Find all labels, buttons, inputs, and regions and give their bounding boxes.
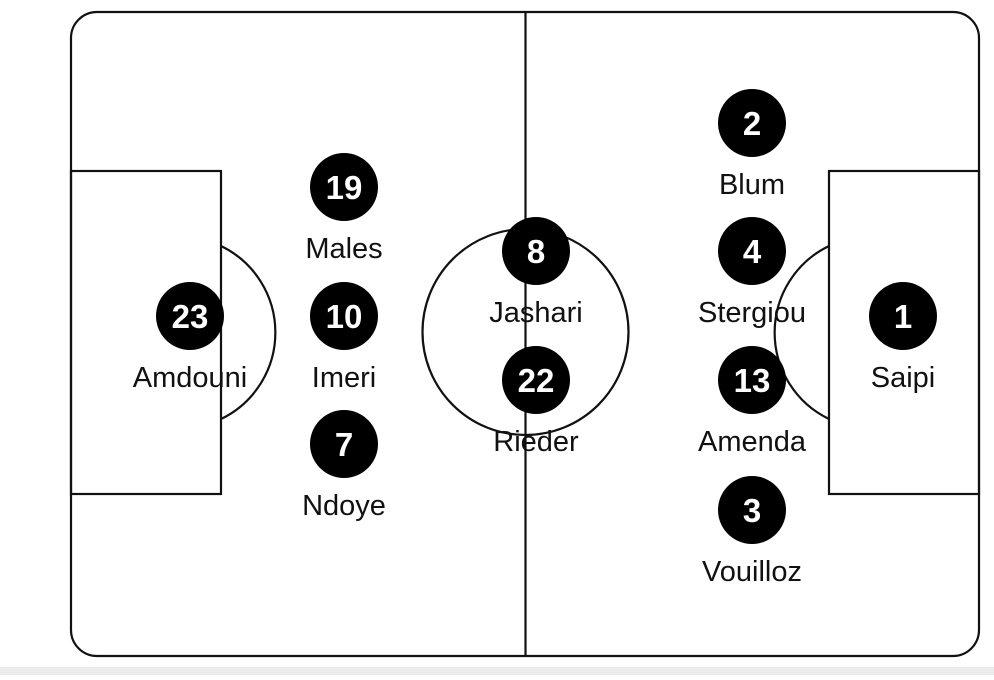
player-number: 8: [527, 233, 545, 270]
player-name: Amenda: [698, 426, 807, 458]
player-name: Jashari: [489, 297, 583, 329]
player-name: Vouilloz: [702, 556, 802, 588]
player-name: Amdouni: [133, 362, 247, 394]
player-name: Saipi: [871, 362, 936, 394]
player-circle: [869, 282, 937, 350]
player-number: 23: [172, 298, 209, 335]
right-penalty-arc: [773, 245, 830, 420]
player-circle: [502, 346, 570, 414]
player-circle: [310, 282, 378, 350]
player-number: 3: [743, 492, 761, 529]
player-name: Stergiou: [698, 297, 806, 329]
player-name: Imeri: [312, 362, 376, 394]
player-circle: [502, 217, 570, 285]
player-circle: [718, 476, 786, 544]
left-penalty-arc: [220, 245, 277, 420]
player-number: 4: [743, 233, 762, 270]
player-circle: [718, 217, 786, 285]
left-penalty-area: [69, 169, 223, 496]
right-penalty-area: [827, 169, 981, 496]
player-number: 1: [894, 298, 912, 335]
player-circle: [156, 282, 224, 350]
player-circle: [718, 346, 786, 414]
player-name: Rieder: [493, 426, 579, 458]
player-circle: [310, 153, 378, 221]
players-layer: 23Amdouni19Males10Imeri7Ndoye8Jashari22R…: [133, 89, 937, 588]
player-circle: [310, 410, 378, 478]
player-number: 22: [518, 362, 555, 399]
player-number: 2: [743, 105, 761, 142]
player-number: 19: [326, 169, 363, 206]
player-number: 7: [335, 426, 353, 463]
player-number: 13: [734, 362, 771, 399]
player-circle: [718, 89, 786, 157]
player-name: Blum: [719, 169, 785, 201]
player-name: Males: [305, 233, 382, 265]
bottom-strip: [0, 667, 994, 675]
player-name: Ndoye: [302, 490, 386, 522]
player-number: 10: [326, 298, 363, 335]
